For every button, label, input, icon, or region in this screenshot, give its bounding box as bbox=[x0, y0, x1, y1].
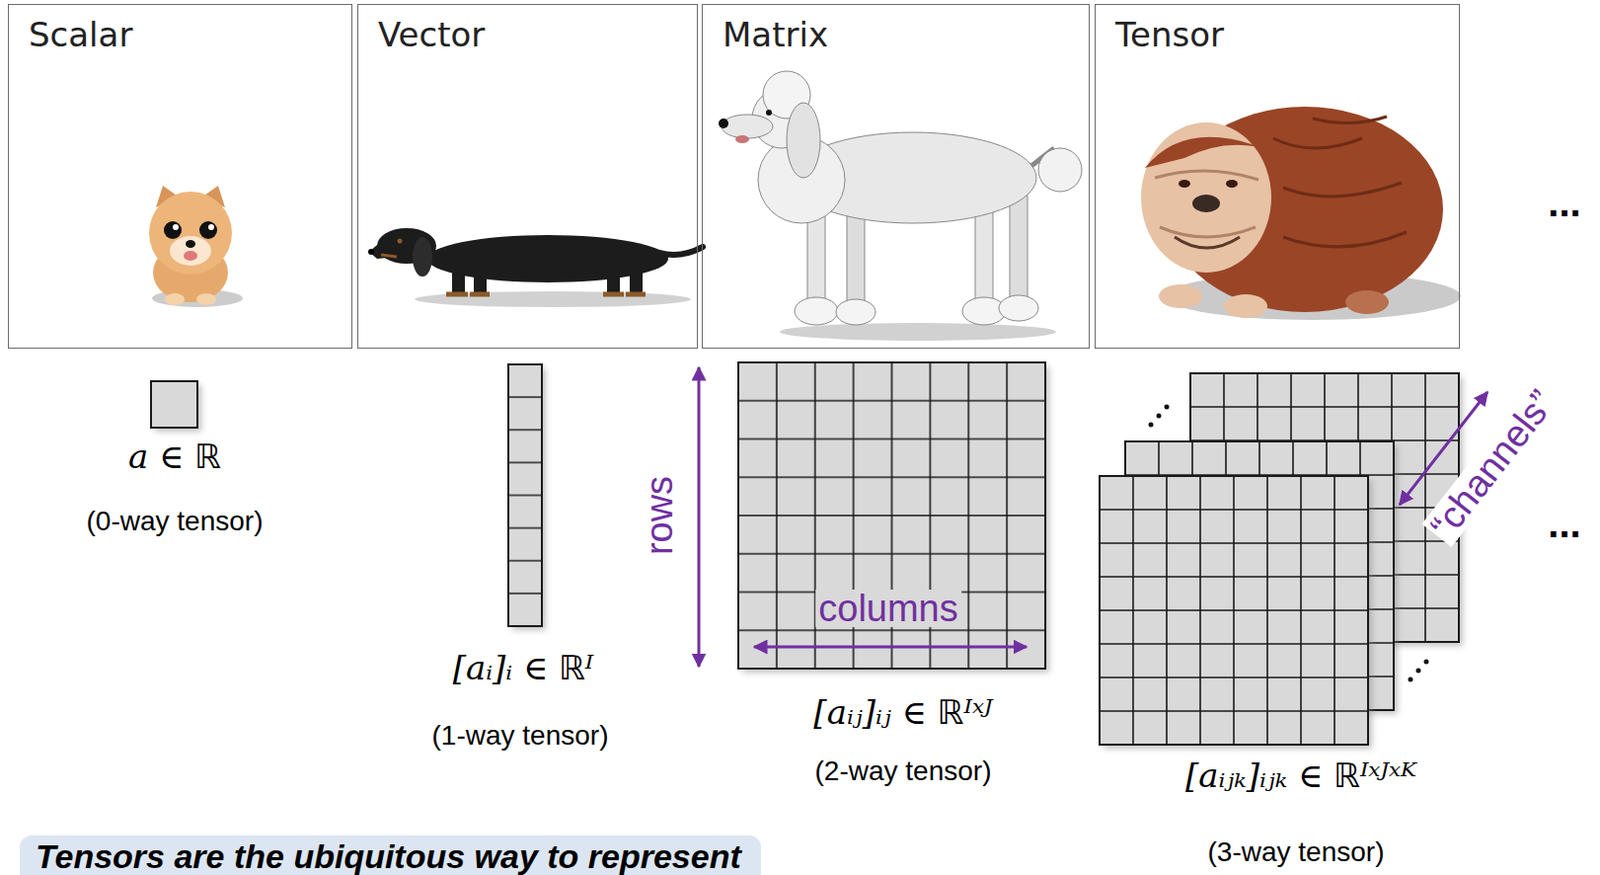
dog-ear bbox=[786, 102, 821, 178]
eye-highlight bbox=[208, 224, 215, 230]
dog-pom bbox=[998, 295, 1039, 321]
dog-nose bbox=[368, 248, 375, 255]
dog-snout bbox=[721, 114, 773, 139]
dog-pom bbox=[836, 299, 876, 325]
ellipsis: ... bbox=[1547, 180, 1581, 225]
dog-snout bbox=[369, 237, 397, 259]
dog-forehead bbox=[1144, 137, 1264, 168]
panel-title: Scalar bbox=[28, 16, 133, 54]
dog-paw bbox=[1345, 290, 1389, 314]
order-label: (3-way tensor) bbox=[1208, 837, 1385, 868]
dog-paw bbox=[1223, 294, 1268, 318]
math-label: a ∈ ℝ bbox=[128, 438, 222, 475]
vector-grid bbox=[508, 364, 542, 626]
matrix-grid bbox=[738, 362, 1046, 669]
callout-text: Tensors are the ubiquitous way to repres… bbox=[19, 835, 758, 875]
dog-eye bbox=[199, 221, 218, 239]
dog-head bbox=[149, 191, 232, 275]
dot bbox=[1156, 413, 1162, 419]
math-label: [aᵢ]ᵢ ∈ ℝᴵ bbox=[453, 649, 595, 686]
dog-eye bbox=[1178, 179, 1191, 188]
panel-box: Tensor bbox=[1094, 3, 1460, 349]
dog-leg bbox=[1009, 195, 1028, 303]
dog-eye bbox=[163, 221, 182, 239]
columns-arrow bbox=[754, 645, 1027, 649]
panel-title: Matrix bbox=[722, 16, 829, 54]
panel-box: Vector bbox=[357, 3, 698, 349]
axis-label: rows bbox=[640, 472, 679, 558]
shadow bbox=[779, 322, 1057, 341]
stack-dots bbox=[1148, 404, 1430, 683]
panel-box: Matrix bbox=[701, 3, 1090, 349]
dog-ear bbox=[412, 236, 433, 277]
dog-face bbox=[1141, 122, 1272, 273]
dog-eye bbox=[1225, 179, 1238, 188]
dot bbox=[1408, 677, 1414, 683]
dot bbox=[1416, 668, 1422, 674]
dog-wrinkles bbox=[1273, 116, 1407, 247]
panel-box: Scalar bbox=[7, 3, 353, 349]
dog-muzzle bbox=[169, 235, 212, 266]
dot bbox=[1424, 659, 1430, 665]
dog-paw bbox=[196, 293, 217, 305]
dog-body bbox=[427, 234, 669, 283]
dog-eye bbox=[765, 109, 772, 116]
dot bbox=[1148, 422, 1154, 428]
dot bbox=[1164, 404, 1170, 410]
dog-tail bbox=[659, 246, 703, 255]
dog-tongue bbox=[735, 135, 750, 144]
math-label: [aᵢⱼ]ᵢⱼ ∈ ℝᴵˣᴶ bbox=[813, 693, 992, 731]
dog-nose bbox=[718, 118, 729, 129]
dog-mouth bbox=[1174, 236, 1240, 248]
panel-title: Vector bbox=[378, 16, 485, 54]
dog-nose bbox=[1192, 194, 1220, 213]
dachshund-drawing bbox=[368, 228, 703, 307]
order-label: (0-way tensor) bbox=[86, 506, 264, 537]
callout-box: Tensors are the ubiquitous way to repres… bbox=[19, 835, 762, 875]
dog-pom bbox=[794, 297, 839, 325]
dog-nose bbox=[185, 239, 196, 248]
dog-paws bbox=[446, 292, 646, 298]
dog-eye bbox=[397, 238, 403, 244]
rows-arrow bbox=[697, 367, 701, 667]
dog-paw bbox=[164, 293, 185, 305]
panel-title: Tensor bbox=[1115, 16, 1224, 54]
dog-jaw bbox=[380, 254, 397, 257]
order-label: (2-way tensor) bbox=[815, 756, 992, 787]
dog-mouth bbox=[183, 250, 198, 261]
pomeranian-drawing bbox=[149, 185, 243, 307]
ellipsis: ... bbox=[1547, 501, 1581, 545]
dog-tail-pom bbox=[1038, 148, 1082, 192]
dog-face-folds bbox=[1154, 170, 1259, 237]
order-label: (1-way tensor) bbox=[432, 720, 610, 752]
axis-label: columns bbox=[815, 589, 962, 627]
shadow bbox=[414, 291, 691, 307]
poodle-drawing bbox=[718, 71, 1082, 341]
math-label: [aᵢⱼₖ]ᵢⱼₖ ∈ ℝᴵˣᴶˣᴷ bbox=[1185, 757, 1417, 794]
scalar-cell bbox=[151, 380, 198, 428]
dog-paw bbox=[1158, 284, 1203, 308]
bulldog-drawing bbox=[1141, 106, 1461, 320]
tensor-slice bbox=[1099, 475, 1369, 745]
eye-highlight bbox=[172, 224, 179, 230]
